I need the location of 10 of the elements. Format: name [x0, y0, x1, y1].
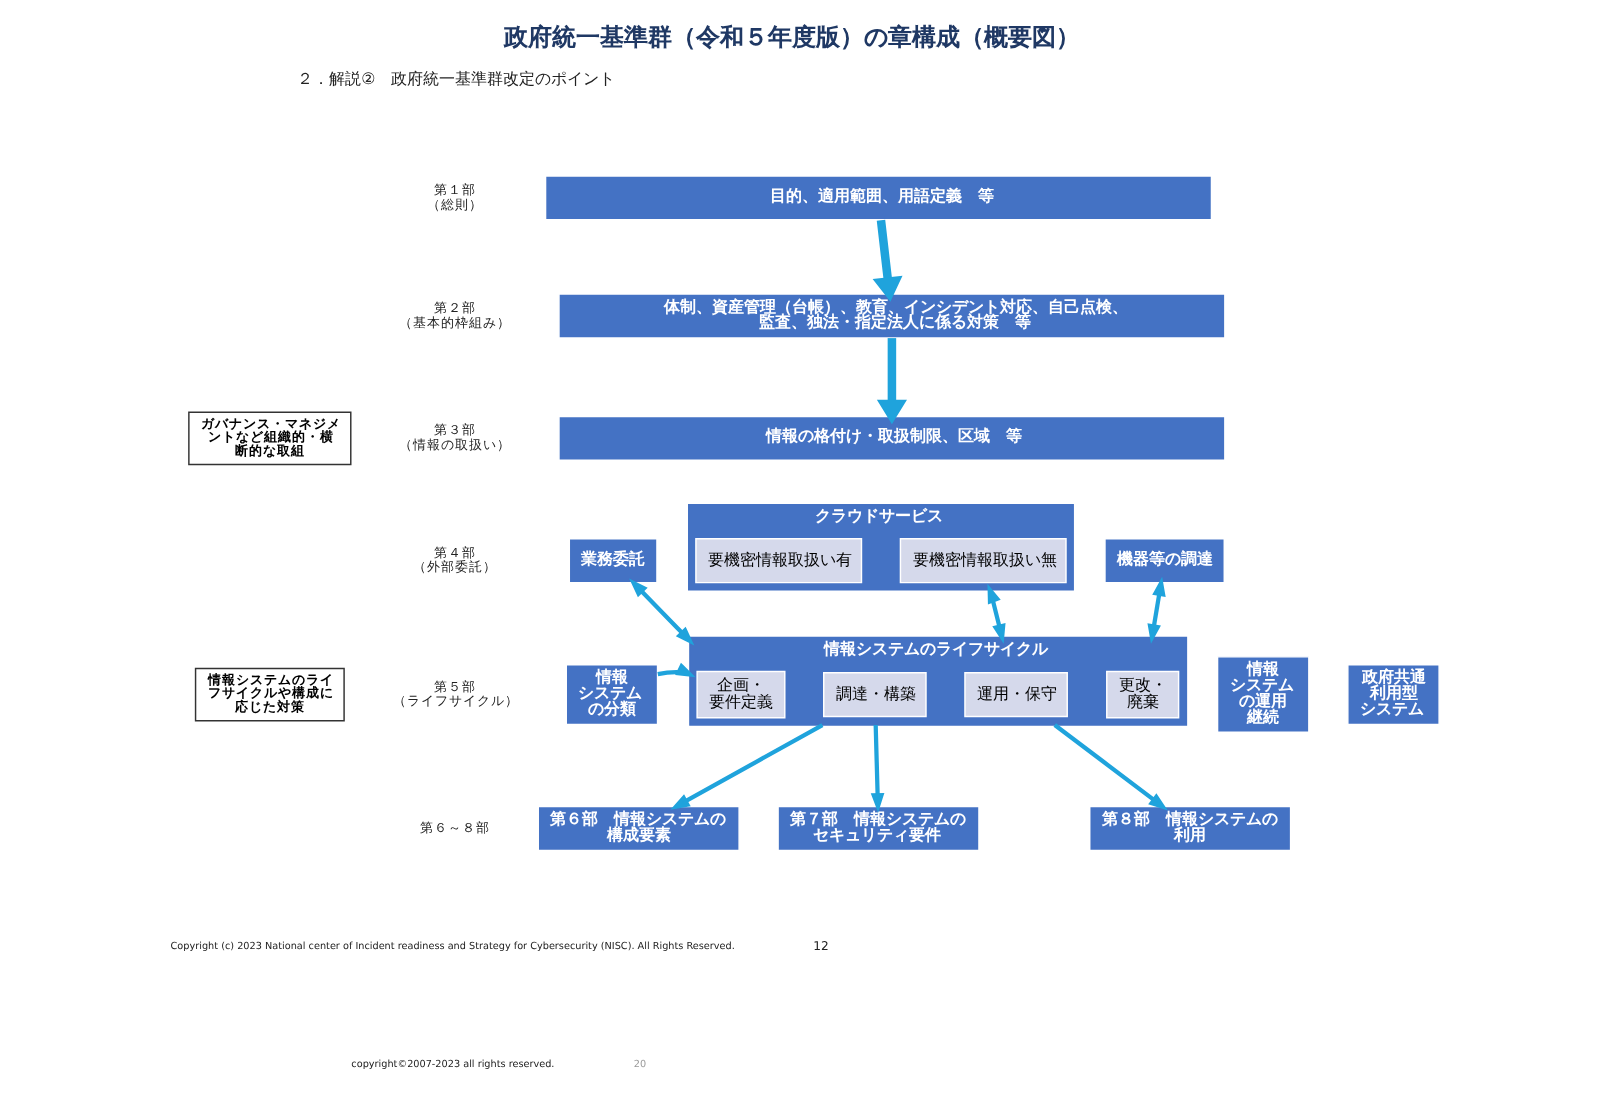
arrow — [657, 662, 696, 678]
arrow — [870, 725, 885, 813]
arrow — [670, 723, 824, 810]
arrow — [876, 338, 907, 425]
diagram-title: 政府統一基準群（令和５年度版）の章構成（概要図） — [503, 22, 1080, 51]
arrow — [629, 578, 695, 646]
arrow — [872, 219, 903, 302]
arrow — [987, 583, 1006, 644]
arrow — [1147, 576, 1166, 644]
arrow — [1053, 723, 1168, 811]
